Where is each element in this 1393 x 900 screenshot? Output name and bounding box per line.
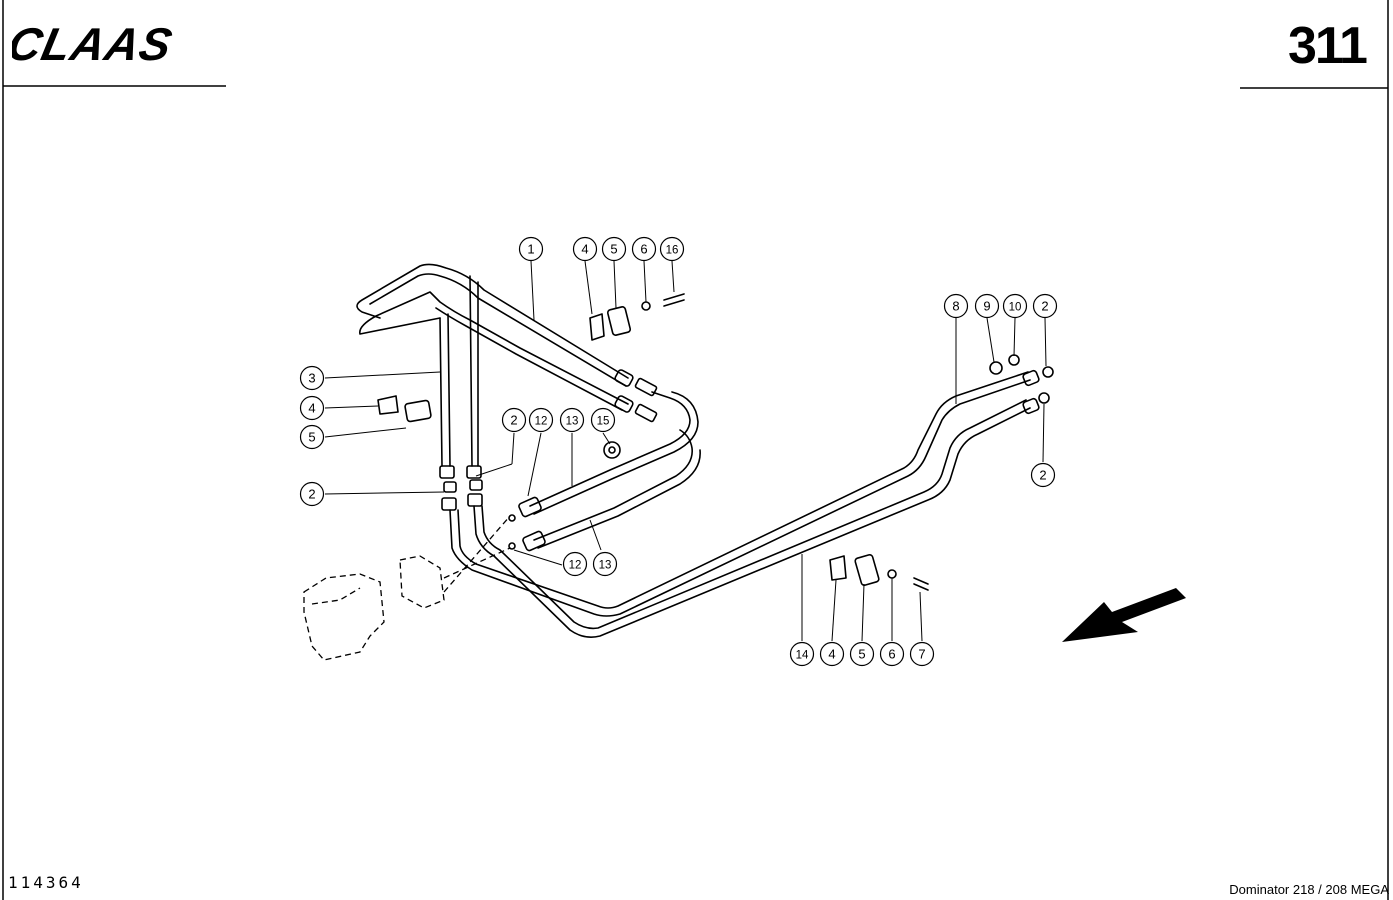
callout-label: 6 xyxy=(640,242,647,257)
pipe-1-lower xyxy=(359,291,629,405)
direction-arrow xyxy=(1062,588,1186,642)
callout-label: 12 xyxy=(535,416,548,428)
callout-2: 2 xyxy=(501,407,527,433)
pipe-8-inner xyxy=(473,407,1031,638)
seal-15 xyxy=(603,441,621,459)
hose-13-upper xyxy=(529,391,691,507)
callout-4: 4 xyxy=(572,236,598,262)
callout-2: 2 xyxy=(299,481,325,507)
callout-15: 15 xyxy=(590,407,616,433)
claas-logo: CLAAS xyxy=(12,18,177,66)
pipe-14-outer xyxy=(449,379,1031,617)
flange-outline xyxy=(399,555,445,609)
callout-label: 2 xyxy=(1039,468,1046,483)
callout-label: 10 xyxy=(1009,302,1022,314)
callout-label: 13 xyxy=(566,416,579,428)
callout-label: 4 xyxy=(581,242,588,257)
callout-13: 13 xyxy=(592,551,618,577)
callout-8: 8 xyxy=(943,293,969,319)
model-label: Dominator 218 / 208 MEGA xyxy=(1229,882,1389,897)
callout-label: 13 xyxy=(599,560,612,572)
callout-label: 2 xyxy=(510,413,517,428)
svg-text:CLAAS: CLAAS xyxy=(12,18,177,66)
callout-label: 1 xyxy=(527,242,534,257)
callout-9: 9 xyxy=(974,293,1000,319)
callout-2: 2 xyxy=(1030,462,1056,488)
callout-4: 4 xyxy=(299,395,325,421)
callout-label: 6 xyxy=(888,647,895,662)
callout-16: 16 xyxy=(659,236,685,262)
callout-14: 14 xyxy=(789,641,815,667)
callout-label: 5 xyxy=(858,647,865,662)
callout-6: 6 xyxy=(631,236,657,262)
callout-label: 12 xyxy=(569,560,582,572)
callout-10: 10 xyxy=(1002,293,1028,319)
pipe-3-drop-b xyxy=(469,275,473,467)
callout-label: 15 xyxy=(597,416,610,428)
hose-13-lower xyxy=(533,429,693,541)
callout-label: 2 xyxy=(308,487,315,502)
callout-6: 6 xyxy=(879,641,905,667)
callout-label: 9 xyxy=(983,299,990,314)
callout-label: 8 xyxy=(952,299,959,314)
callout-label: 2 xyxy=(1041,299,1048,314)
pipe-1-inner xyxy=(369,273,627,387)
clamp-4-lower xyxy=(829,555,847,581)
callout-1: 1 xyxy=(518,236,544,262)
callout-7: 7 xyxy=(909,641,935,667)
callout-label: 4 xyxy=(828,647,835,662)
callout-label: 4 xyxy=(308,401,315,416)
callout-12: 12 xyxy=(528,407,554,433)
callout-4: 4 xyxy=(819,641,845,667)
page-number: 311 xyxy=(1288,17,1368,75)
callout-13: 13 xyxy=(559,407,585,433)
callout-label: 7 xyxy=(918,647,925,662)
callout-label: 16 xyxy=(666,245,679,257)
pump-outline xyxy=(303,573,385,661)
pipe-1-outer xyxy=(356,263,629,379)
callout-5: 5 xyxy=(299,424,325,450)
clamp-4-left xyxy=(377,395,399,415)
callout-12: 12 xyxy=(562,551,588,577)
callout-5: 5 xyxy=(601,236,627,262)
callout-label: 3 xyxy=(308,371,315,386)
callout-3: 3 xyxy=(299,365,325,391)
clamp-4-upper xyxy=(589,313,605,341)
callout-5: 5 xyxy=(849,641,875,667)
callout-2: 2 xyxy=(1032,293,1058,319)
callout-label: 14 xyxy=(796,650,809,662)
callout-label: 5 xyxy=(308,430,315,445)
document-id: 114364 xyxy=(8,873,84,892)
callout-label: 5 xyxy=(610,242,617,257)
pipe-3-drop-a xyxy=(439,317,443,467)
